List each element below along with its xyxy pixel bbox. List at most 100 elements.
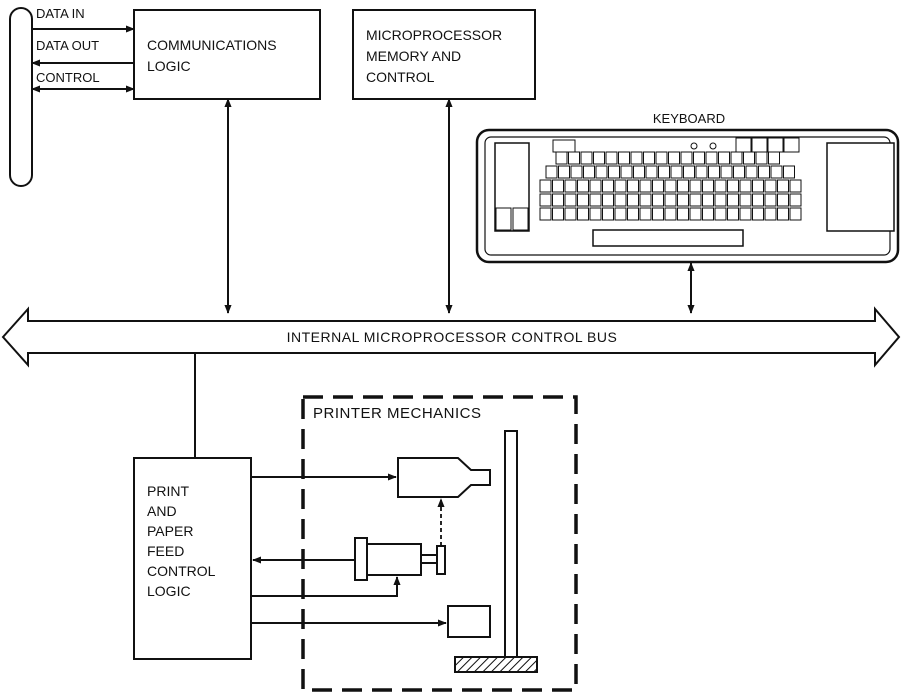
- keyboard-key: [639, 193, 652, 207]
- keyboard-key: [655, 151, 668, 165]
- keyboard-key: [614, 179, 627, 193]
- interface-connector: [9, 7, 33, 187]
- keyboard-key: [743, 151, 755, 165]
- feed-sensor: [436, 545, 446, 575]
- keyboard-key: [645, 165, 658, 179]
- bus-label: INTERNAL MICROPROCESSOR CONTROL BUS: [287, 329, 618, 345]
- keyboard-key: [539, 179, 552, 193]
- keyboard-key: [602, 207, 614, 221]
- keyboard-key: [589, 207, 602, 221]
- keyboard-key: [727, 193, 739, 207]
- print-control-block: [133, 457, 252, 660]
- keyboard-key: [745, 165, 758, 179]
- keyboard-key: [758, 165, 770, 179]
- keyboard-key: [730, 151, 743, 165]
- keyboard-key: [639, 207, 652, 221]
- keyboard-key: [764, 179, 777, 193]
- keyboard-key: [677, 179, 689, 193]
- keyboard-key: [643, 151, 655, 165]
- keyboard-key: [752, 193, 764, 207]
- keyboard-key: [620, 165, 633, 179]
- communications-logic-block: [133, 9, 321, 100]
- keyboard-key: [677, 193, 689, 207]
- keyboard-key: [777, 207, 789, 221]
- keyboard-key: [595, 165, 608, 179]
- keyboard-key: [718, 151, 730, 165]
- keyboard-key: [755, 151, 768, 165]
- feed-motor-drive-arrow: [251, 576, 401, 597]
- keyboard-key: [545, 165, 558, 179]
- keyboard-key: [583, 165, 595, 179]
- keyboard-key: [693, 151, 705, 165]
- keyboard-key: [589, 193, 602, 207]
- keyboard-key: [633, 165, 645, 179]
- microprocessor-label: MICROPROCESSOR MEMORY AND CONTROL: [366, 27, 506, 85]
- keyboard-key: [733, 165, 745, 179]
- keyboard-key: [564, 179, 577, 193]
- keyboard-key: [789, 207, 802, 221]
- keyboard-key: [602, 179, 614, 193]
- microprocessor-block: [352, 9, 536, 100]
- keyboard-key: [702, 207, 714, 221]
- printer-mechanics-label-bg: [311, 401, 537, 423]
- keyboard-illustration: [475, 128, 900, 264]
- feed-motor-shaft: [420, 554, 438, 564]
- keyboard-key: [618, 151, 630, 165]
- keyboard-key: [552, 179, 564, 193]
- platen-column: [504, 430, 518, 658]
- keyboard-key: [652, 193, 664, 207]
- keyboard-key: [552, 193, 564, 207]
- keyboard-key: [552, 207, 564, 221]
- keyboard-key: [714, 207, 727, 221]
- keyboard-key: [752, 179, 764, 193]
- keyboard-key: [630, 151, 643, 165]
- keyboard-key: [627, 179, 639, 193]
- keyboard-key: [702, 193, 714, 207]
- keyboard-key: [789, 179, 802, 193]
- keyboard-key: [577, 193, 589, 207]
- keyboard-key: [705, 151, 718, 165]
- keyboard-key: [627, 193, 639, 207]
- control-label: CONTROL: [36, 70, 100, 85]
- keyboard-keys: [539, 137, 802, 221]
- keyboard-function-key: [767, 137, 784, 153]
- keyboard-key: [564, 193, 577, 207]
- keyboard-key: [558, 165, 570, 179]
- keyboard-key: [739, 193, 752, 207]
- keyboard-key: [739, 179, 752, 193]
- keyboard-key: [580, 151, 593, 165]
- data-in-label: DATA IN: [36, 6, 85, 21]
- keyboard-key: [539, 193, 552, 207]
- keyboard-key: [614, 207, 627, 221]
- keyboard-key: [689, 193, 702, 207]
- keyboard-key: [652, 207, 664, 221]
- keyboard-key: [764, 193, 777, 207]
- keyboard-key: [608, 165, 620, 179]
- keyboard-function-key: [783, 137, 800, 153]
- keyboard-label: KEYBOARD: [653, 111, 725, 126]
- keyboard-key: [683, 165, 695, 179]
- keyboard-key: [789, 193, 802, 207]
- keyboard-spacebar: [592, 229, 744, 247]
- keyboard-key: [770, 165, 783, 179]
- carriage-block: [447, 605, 491, 638]
- keyboard-key: [695, 165, 708, 179]
- keyboard-key: [602, 193, 614, 207]
- keyboard-function-key: [735, 137, 752, 153]
- keyboard-key: [708, 165, 720, 179]
- keyboard-key: [589, 179, 602, 193]
- feed-motor-flange: [354, 537, 368, 581]
- keyboard-key: [614, 193, 627, 207]
- keyboard-key: [639, 179, 652, 193]
- keyboard-key: [664, 207, 677, 221]
- keyboard-key: [720, 165, 733, 179]
- keyboard-key: [727, 179, 739, 193]
- keyboard-key: [783, 165, 795, 179]
- keyboard-key: [664, 179, 677, 193]
- keyboard-key: [664, 193, 677, 207]
- keyboard-key: [680, 151, 693, 165]
- keyboard-key: [764, 207, 777, 221]
- keyboard-key: [714, 179, 727, 193]
- print-head: [397, 457, 491, 498]
